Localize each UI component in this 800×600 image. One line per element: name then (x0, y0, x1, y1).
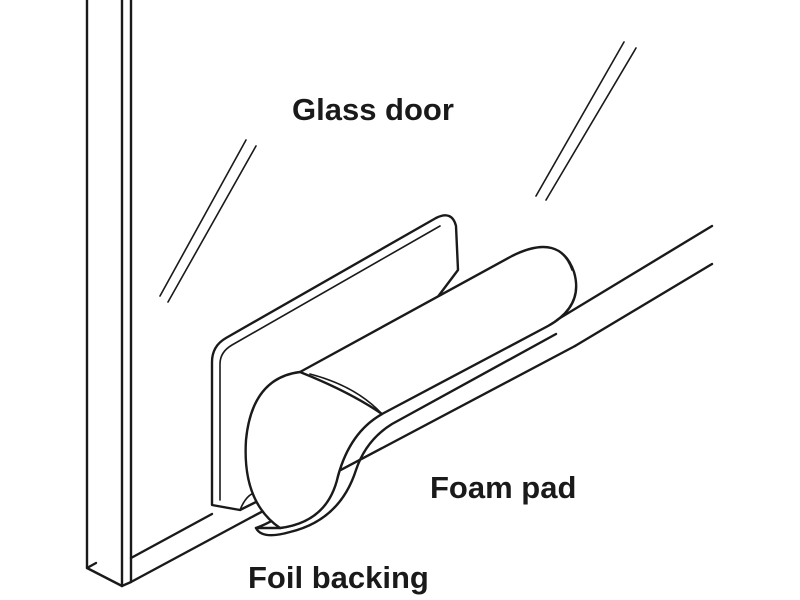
glass-door (85, 0, 133, 588)
label-foil-backing: Foil backing (248, 560, 429, 595)
label-foam-pad: Foam pad (430, 470, 577, 505)
glass-reflection (159, 41, 637, 303)
label-glass-door: Glass door (292, 92, 454, 127)
foam-pad (244, 245, 578, 537)
